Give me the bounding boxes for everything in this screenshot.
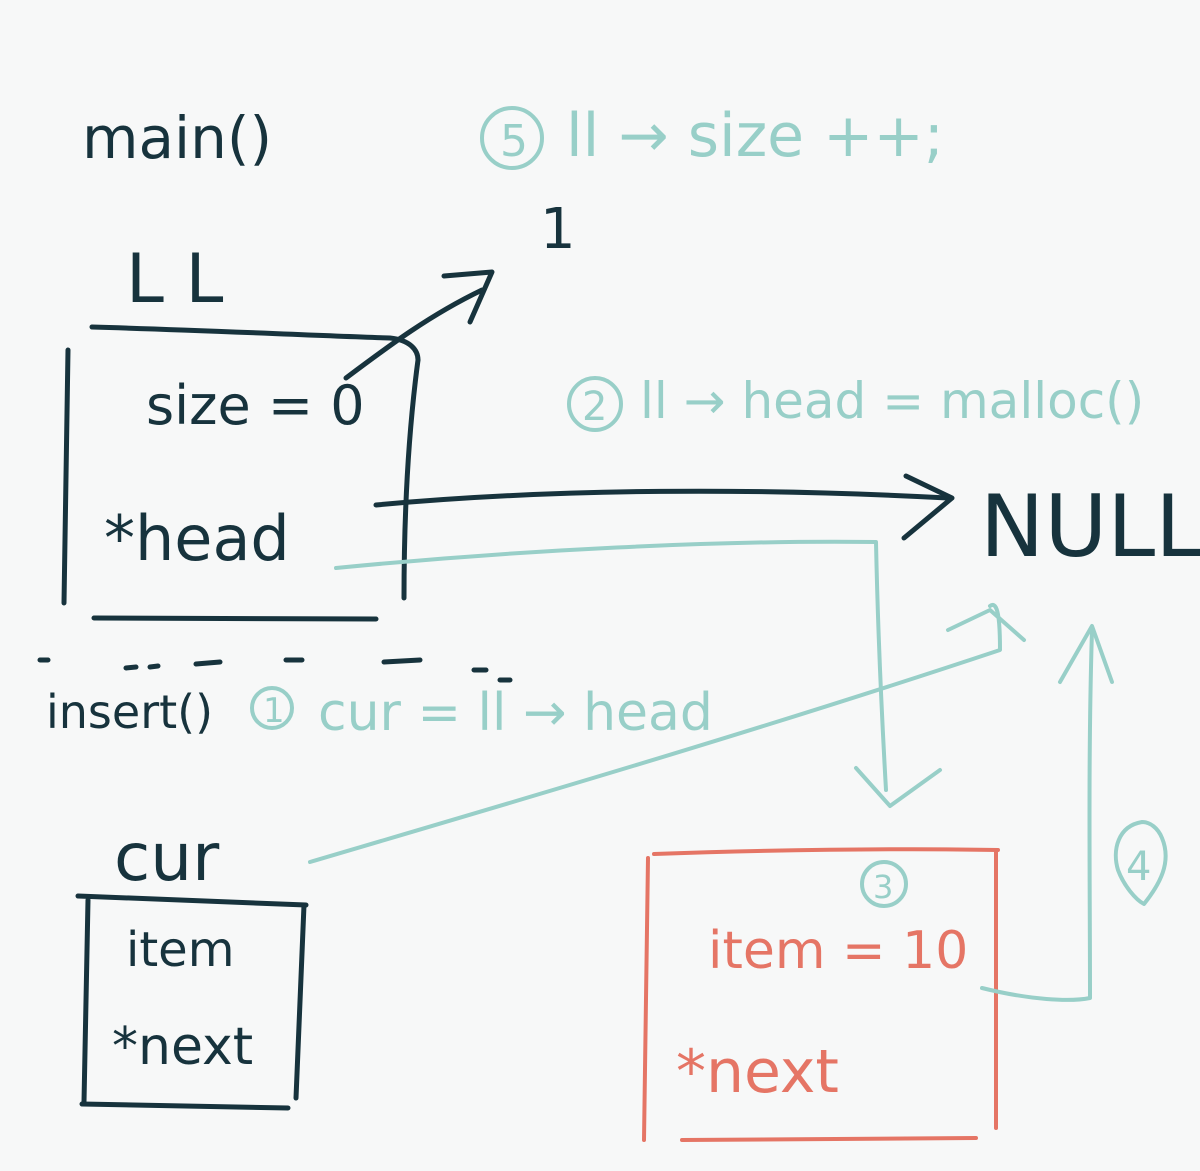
insert-section: insert() 1 cur = ll → head xyxy=(37,657,713,743)
ll-struct-box: size = 0 *head xyxy=(61,324,421,622)
step5-annotation: 5 ll → size ++; xyxy=(480,101,944,171)
main-label: main() xyxy=(82,104,272,172)
node-item-field: item = 10 xyxy=(708,921,968,981)
size-increment-arrow xyxy=(343,269,495,381)
size-result-value: 1 xyxy=(540,197,576,262)
step4-annotation: 4 xyxy=(1113,820,1168,906)
step5-text: ll → size ++; xyxy=(566,101,944,171)
cur-next-field: *next xyxy=(112,1017,253,1077)
new-node-box: 3 item = 10 *next xyxy=(642,847,1000,1142)
step5-number: 5 xyxy=(500,116,528,167)
head-to-null-arrow xyxy=(373,473,955,541)
step1-badge xyxy=(250,686,294,730)
cur-node-box: item *next xyxy=(75,893,309,1111)
step4-number: 4 xyxy=(1126,844,1151,890)
head-to-new-node-arrow xyxy=(334,539,942,808)
insert-label: insert() xyxy=(46,685,213,739)
step2-text: ll → head = malloc() xyxy=(640,372,1144,430)
step3-badge xyxy=(860,860,908,908)
step1-number: 1 xyxy=(263,691,285,731)
ll-label: L L xyxy=(126,240,224,319)
step2-annotation: 2 ll → head = malloc() xyxy=(567,372,1144,432)
step2-number: 2 xyxy=(582,384,607,430)
node-next-field: *next xyxy=(676,1037,839,1107)
ll-size-field: size = 0 xyxy=(146,374,365,437)
step1-text: cur = ll → head xyxy=(318,683,713,743)
cur-item-field: item xyxy=(126,922,234,978)
ll-head-field: *head xyxy=(104,502,290,575)
step2-badge xyxy=(567,376,623,432)
node-next-to-null-arrow xyxy=(980,624,1114,1002)
cur-label: cur xyxy=(114,819,220,896)
step3-number: 3 xyxy=(873,868,893,906)
null-label: NULL xyxy=(980,477,1200,577)
cur-to-null-arrow xyxy=(308,602,1026,864)
step5-badge xyxy=(480,106,544,170)
